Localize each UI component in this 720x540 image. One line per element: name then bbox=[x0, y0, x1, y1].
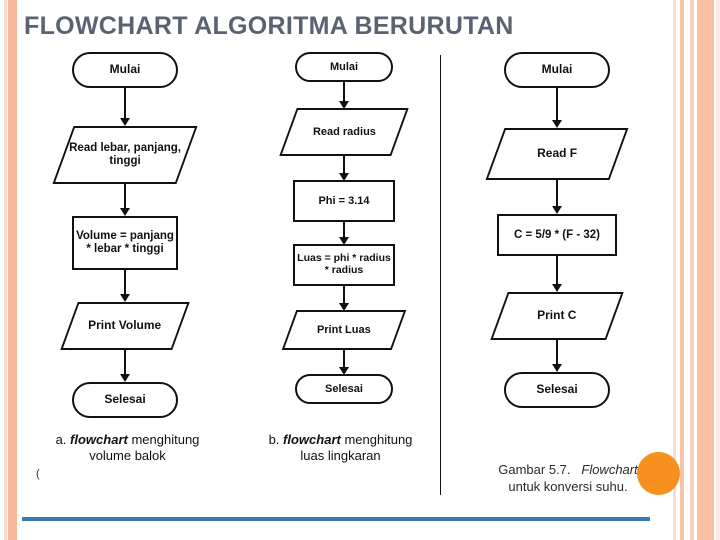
column-divider bbox=[440, 55, 441, 495]
decor-stripe-right-4 bbox=[697, 0, 714, 540]
caption-b-prefix: b. bbox=[268, 432, 280, 447]
caption-a-prefix: a. bbox=[55, 432, 67, 447]
flowchart-a: Mulai Read lebar, panjang, tinggi Volume… bbox=[30, 52, 220, 418]
node-terminator-start-b: Mulai bbox=[295, 52, 393, 82]
node-process-phi-b: Phi = 3.14 bbox=[293, 180, 395, 222]
node-io-read-b: Read radius bbox=[279, 108, 409, 156]
caption-flowchart-a: a. flowchart menghitung volume balok bbox=[20, 432, 235, 465]
decor-stripe-right-5 bbox=[716, 0, 720, 540]
caption-a-italic: flowchart bbox=[70, 432, 128, 447]
node-terminator-end-a: Selesai bbox=[72, 382, 178, 418]
decor-stripe-right-3 bbox=[690, 0, 694, 540]
decor-stripe-right-1 bbox=[673, 0, 676, 540]
caption-b-rest: menghitung bbox=[344, 432, 413, 447]
bottom-accent-rule bbox=[22, 517, 650, 521]
node-process-celsius-c: C = 5/9 * (F - 32) bbox=[497, 214, 617, 256]
node-terminator-start-c: Mulai bbox=[504, 52, 610, 88]
node-terminator-end-c: Selesai bbox=[504, 372, 610, 408]
decor-orange-circle bbox=[637, 452, 680, 495]
decor-stripe-left-inner bbox=[8, 0, 17, 540]
node-io-read-c: Read F bbox=[485, 128, 629, 180]
page-title: FLOWCHART ALGORITMA BERURUTAN bbox=[24, 12, 514, 40]
caption-b-line2: luas lingkaran bbox=[300, 448, 381, 464]
caption-b-italic: flowchart bbox=[283, 432, 341, 447]
figure-line2: untuk konversi suhu. bbox=[508, 478, 628, 494]
node-io-print-c: Print C bbox=[490, 292, 624, 340]
caption-flowchart-b: b. flowchart menghitung luas lingkaran bbox=[233, 432, 448, 465]
flowchart-c: Mulai Read F C = 5/9 * (F - 32) Print C … bbox=[462, 52, 652, 408]
node-process-luas-b: Luas = phi * radius * radius bbox=[293, 244, 395, 286]
node-process-volume-a: Volume = panjang * lebar * tinggi bbox=[72, 216, 178, 270]
decor-stripe-right-2 bbox=[680, 0, 684, 540]
node-io-print-b: Print Luas bbox=[281, 310, 407, 350]
figure-italic: Flowchart bbox=[581, 462, 638, 477]
node-terminator-end-b: Selesai bbox=[295, 374, 393, 404]
caption-a-rest: menghitung bbox=[131, 432, 200, 447]
flowchart-b: Mulai Read radius Phi = 3.14 Luas = phi … bbox=[258, 52, 430, 404]
node-io-read-a: Read lebar, panjang, tinggi bbox=[52, 126, 198, 184]
node-io-print-a: Print Volume bbox=[60, 302, 190, 350]
caption-a-line2: volume balok bbox=[89, 448, 166, 464]
decor-stripe-left-outer bbox=[4, 0, 7, 540]
caption-figure-5-7: Gambar 5.7. Flowchart untuk konversi suh… bbox=[458, 462, 678, 496]
node-terminator-start-a: Mulai bbox=[72, 52, 178, 88]
figure-number: Gambar 5.7. bbox=[498, 462, 571, 477]
stray-artifact-mark: ( bbox=[36, 468, 40, 480]
